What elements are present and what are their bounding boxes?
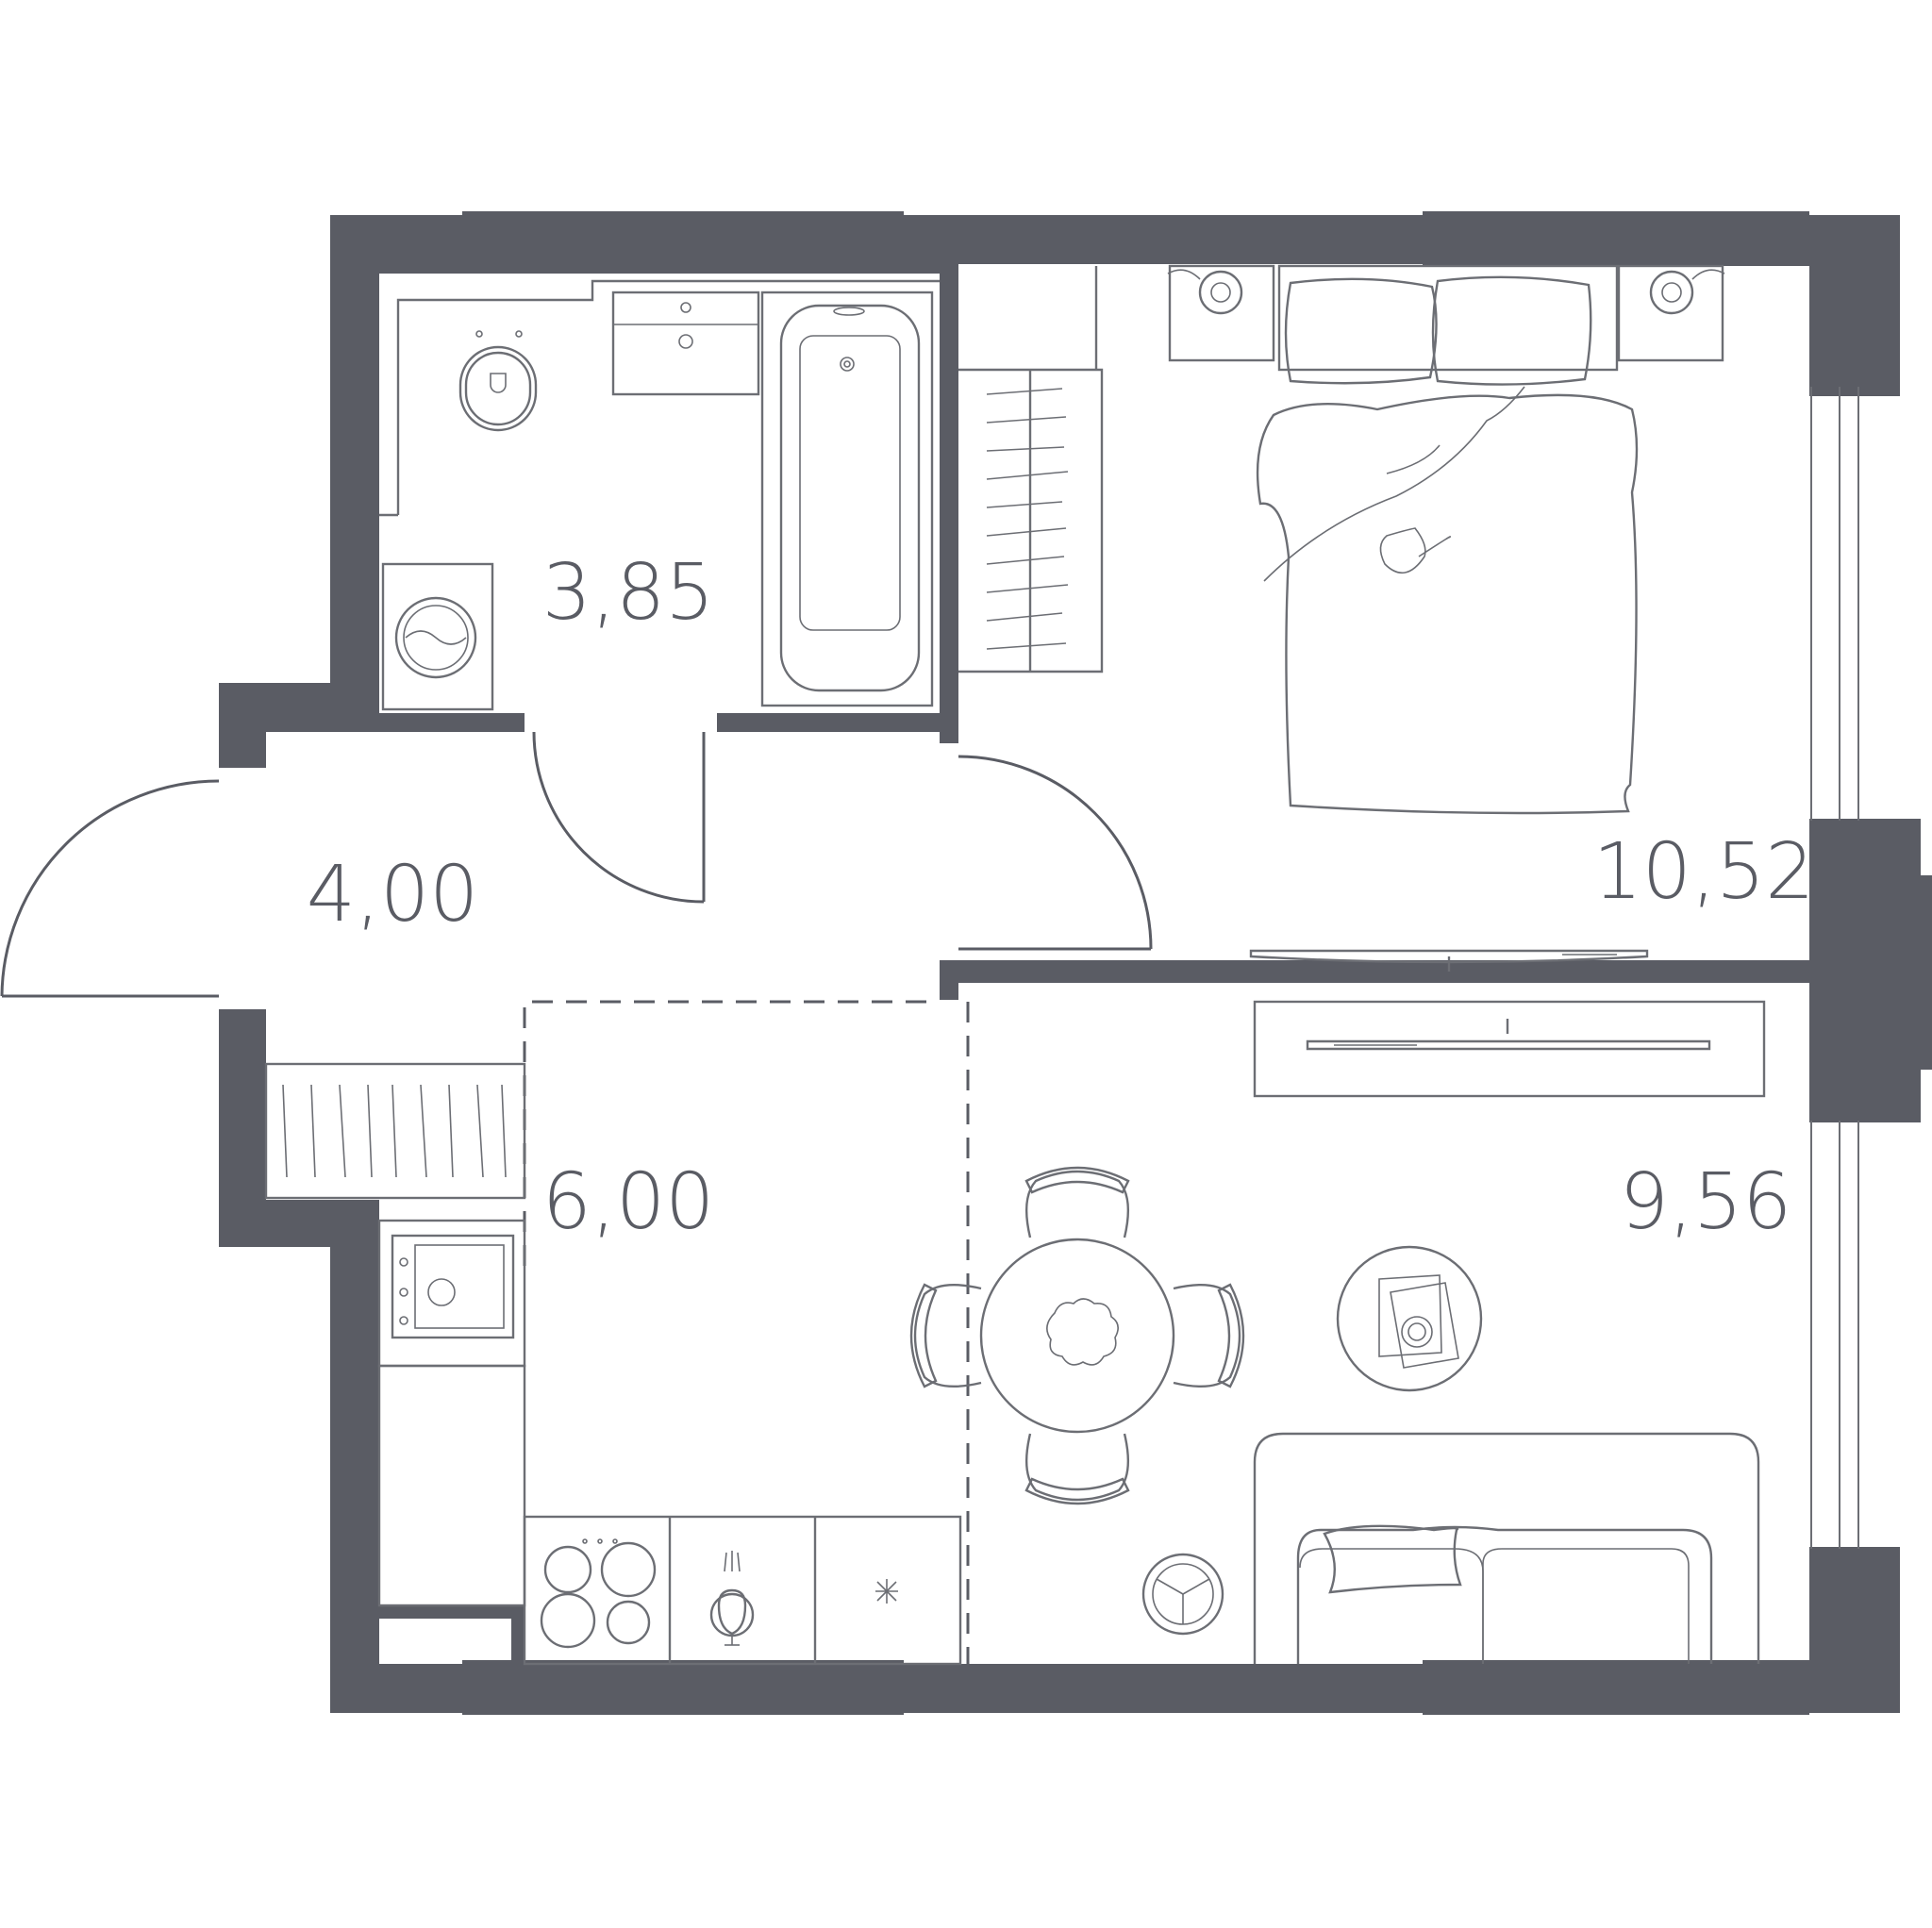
window-living [1810, 1121, 1859, 1549]
toilet-icon [458, 330, 538, 432]
outer-wall-bottom-thick-1 [462, 1660, 904, 1715]
dishwasher-icon [709, 1551, 755, 1646]
bath-inner-contour [396, 279, 940, 515]
tv-bedroom-icon [1249, 949, 1649, 972]
kitchen-bottom-counter [523, 1515, 962, 1666]
doors [0, 731, 1153, 998]
double-bed-icon [1256, 264, 1639, 815]
chair-right [1173, 1283, 1245, 1388]
pillow [1284, 277, 1438, 385]
window-bedroom [1810, 387, 1859, 821]
cushion [1323, 1524, 1462, 1594]
bathroom-door-swing [532, 731, 705, 904]
plant-icon [1046, 1298, 1119, 1366]
right-wall-nib [1921, 875, 1932, 1070]
area-label-bathroom: 3,85 [542, 548, 715, 638]
area-label-kitchen: 6,00 [542, 1157, 715, 1247]
oven-icon [875, 1579, 898, 1604]
pillow [1431, 275, 1592, 386]
bath-wall-right [940, 264, 958, 743]
bathroom-door [532, 731, 706, 904]
kitchen-counter [377, 1219, 526, 1368]
bedroom-door-swing [958, 755, 1153, 950]
chair-bottom [1024, 1433, 1130, 1505]
bedroom-door [958, 755, 1153, 951]
cat-icon [1379, 527, 1426, 573]
sofa-icon [1253, 1432, 1760, 1664]
area-label-bedroom: 10,52 [1593, 827, 1815, 917]
left-wall-upper [330, 215, 379, 683]
area-labels: 3,85 4,00 6,00 10,52 9,56 [307, 548, 1815, 1247]
sink-icon [611, 291, 760, 396]
hall-jamb-upper [219, 683, 266, 768]
washing-machine-icon [381, 562, 494, 711]
hall-kitchen-furniture [264, 1062, 962, 1666]
coffee-table-icon [1336, 1245, 1483, 1392]
bath-wall-top [379, 264, 940, 274]
outer-wall-top-thick-2 [1423, 211, 1809, 266]
bath-wall-bottom-left [379, 713, 525, 732]
left-wall-lower [330, 1200, 379, 1713]
bathtub-icon [760, 291, 934, 707]
floor-lamp-icon [1141, 1553, 1224, 1636]
bedroom-wall-bottom [940, 960, 1809, 983]
chair-left [909, 1283, 982, 1388]
niche-wall-side [511, 1605, 525, 1664]
blanket [1256, 393, 1639, 815]
fridge [377, 1364, 526, 1607]
entrance-door [0, 779, 220, 998]
nightstand-left [1167, 264, 1275, 362]
outer-wall-bottom-thick-2 [1423, 1660, 1809, 1715]
stove-icon [540, 1538, 657, 1649]
entrance-door-swing [0, 779, 220, 997]
windows [1810, 387, 1859, 1549]
corner-top-right [1809, 215, 1900, 396]
area-label-hallway: 4,00 [307, 850, 479, 939]
bedroom-furniture [958, 264, 1725, 972]
kitchen-sink-icon [391, 1234, 515, 1339]
living-furniture [909, 1000, 1766, 1664]
wardrobe-hall [264, 1062, 526, 1200]
dining-table-icon [909, 1166, 1245, 1505]
chair-top [1024, 1166, 1130, 1238]
bathroom-furniture [381, 291, 934, 711]
tv-stand-icon [1253, 1000, 1766, 1098]
wardrobe-bedroom [958, 266, 1104, 673]
area-label-living: 9,56 [1620, 1157, 1792, 1247]
nightstand-right [1617, 264, 1725, 362]
bedroom-door-jamb [940, 960, 958, 1000]
niche-wall [379, 1605, 511, 1619]
right-wall-middle [1809, 819, 1921, 1122]
bath-wall-bottom-right [717, 713, 958, 732]
outer-wall-top-thick-1 [462, 211, 904, 266]
walls [219, 211, 1932, 1715]
